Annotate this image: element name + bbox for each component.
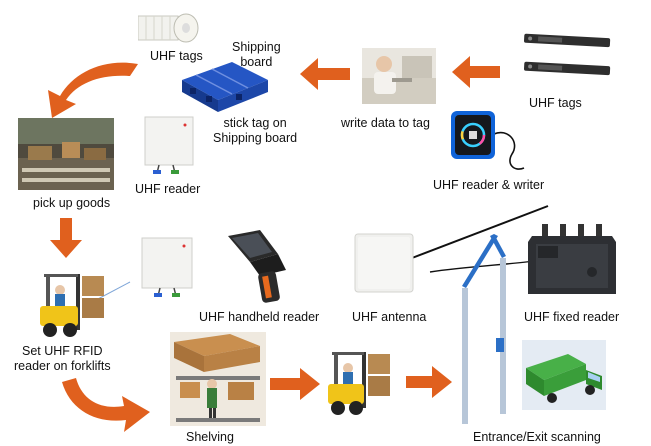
label-uhf-tags-top: UHF tags xyxy=(529,96,582,110)
truck-icon xyxy=(522,340,606,410)
worker-photo-icon xyxy=(362,48,436,104)
gate-icon xyxy=(456,226,526,426)
label-shelving: Shelving xyxy=(186,430,234,444)
label-write-data: write data to tag xyxy=(341,116,430,130)
desktop-writer-icon xyxy=(450,110,496,160)
label-antenna: UHF antenna xyxy=(352,310,427,324)
arrow-curve-bottom xyxy=(62,378,150,432)
arrow-right-2 xyxy=(406,366,452,398)
tag-strip-icon xyxy=(520,32,616,84)
arrow-down-1 xyxy=(50,218,82,258)
tag-roll-icon xyxy=(138,10,200,46)
fixed-reader-icon xyxy=(528,224,616,296)
shelving-scene-icon xyxy=(170,332,266,426)
warehouse-photo-icon xyxy=(18,118,114,190)
forklift-icon xyxy=(36,270,108,340)
label-fixed-reader: UHF fixed reader xyxy=(524,310,620,324)
label-reader-writer: UHF reader & writer xyxy=(433,178,545,192)
label-uhf-tags-roll: UHF tags xyxy=(150,49,203,63)
label-handheld: UHF handheld reader xyxy=(199,310,320,324)
arrow-right-1 xyxy=(270,368,320,400)
label-entrance-exit: Entrance/Exit scanning xyxy=(473,430,601,444)
reader-link xyxy=(95,281,131,301)
antenna-panel-small-icon xyxy=(140,236,196,298)
antenna-cable xyxy=(411,205,549,259)
reader-panel-icon xyxy=(143,115,197,175)
label-pick-up: pick up goods xyxy=(33,196,111,210)
label-stick-tag: stick tag on Shipping board xyxy=(213,116,298,145)
label-uhf-reader: UHF reader xyxy=(135,182,201,196)
arrow-curve-top xyxy=(48,62,138,118)
pallet-icon xyxy=(176,58,272,114)
writer-cable xyxy=(493,131,525,170)
antenna-panel-icon xyxy=(354,233,414,293)
handheld-device-icon xyxy=(220,226,300,304)
label-forklift-reader: Set UHF RFID reader on forklifts xyxy=(14,344,111,373)
label-shipping-board: Shipping board xyxy=(232,40,281,69)
forklift-middle-icon xyxy=(326,348,394,418)
arrow-left-1 xyxy=(452,56,500,88)
arrow-left-2 xyxy=(300,58,350,90)
